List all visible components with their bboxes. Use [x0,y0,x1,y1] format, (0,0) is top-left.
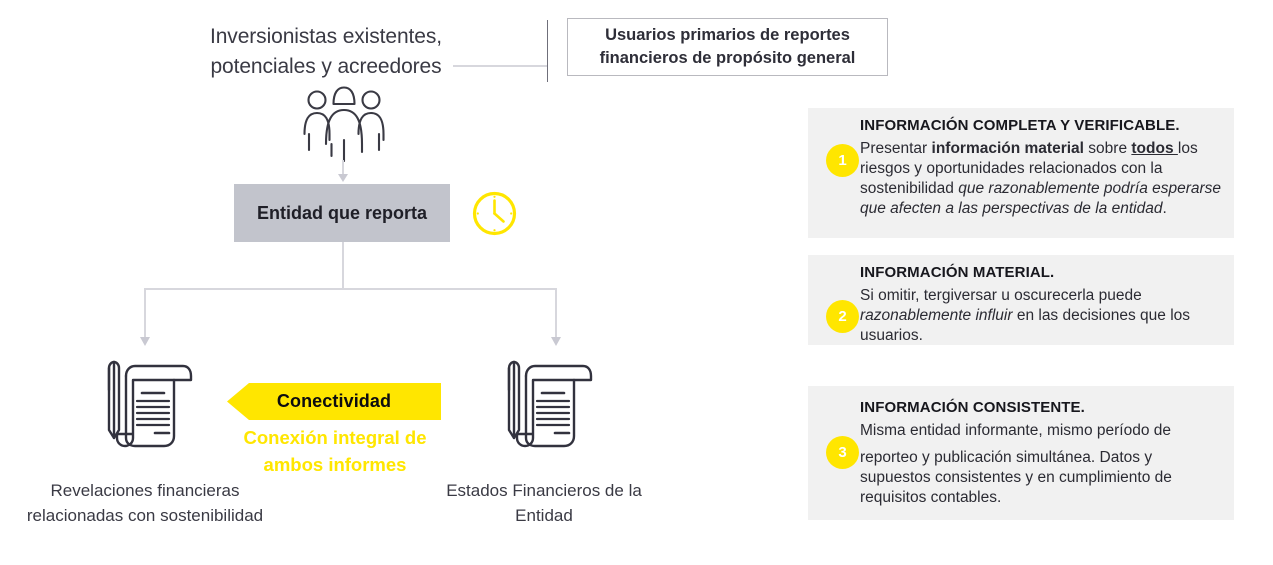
entity-box-label: Entidad que reporta [256,203,427,223]
card-1-title: INFORMACIÓN COMPLETA Y VERIFICABLE. [860,117,1180,134]
clock-icon [471,190,518,237]
caption-sustainability-disclosures: Revelaciones financieras relacionadas co… [26,481,264,525]
arrow-people-to-entity [335,160,351,184]
caption-financial-statements: Estados Financieros de la Entidad [446,481,642,525]
card-1-text: Presentar información material sobre tod… [860,140,1222,217]
scroll-document-pen-icon-left [92,356,196,454]
card-1-number-badge: 1 [826,144,859,177]
bracket-vertical-line [547,20,548,82]
connectivity-banner-shape [227,383,441,420]
info-card-1: 1 INFORMACIÓN COMPLETA Y VERIFICABLE. Pr… [808,108,1234,238]
primary-users-box-label: Usuarios primarios de reportes financier… [599,26,856,67]
card-3-text-line1: Misma entidad informante, mismo período … [860,422,1172,439]
card-3-number-badge: 3 [826,436,859,469]
connectivity-banner-label: Conectividad [276,391,392,411]
card-2-title: INFORMACIÓN MATERIAL. [860,264,1055,281]
card-3-text: Misma entidad informante, mismo período … [860,421,1226,508]
investors-label: Inversionistas existentes, potenciales y… [209,25,442,78]
card-2-text: Si omitir, tergiversar u oscurecerla pue… [860,287,1191,344]
card-3-title: INFORMACIÓN CONSISTENTE. [860,399,1085,416]
card-2-number-badge: 2 [826,300,859,333]
entity-box: Entidad que reporta [234,184,450,242]
primary-users-box: Usuarios primarios de reportes financier… [567,18,888,76]
scroll-document-pen-icon-right [492,356,596,454]
branch-connector [120,242,580,350]
connectivity-banner: Conectividad [227,383,441,420]
bracket-horizontal-line [453,65,547,67]
people-group-icon [296,82,392,163]
principles-panel: 1 INFORMACIÓN COMPLETA Y VERIFICABLE. Pr… [808,0,1234,565]
flow-diagram: Inversionistas existentes, potenciales y… [26,18,888,525]
info-card-2: 2 INFORMACIÓN MATERIAL. Si omitir, tergi… [808,255,1234,345]
connectivity-subtitle: Conexión integral de ambos informes [243,427,427,475]
card-3-text-line2: reporteo y publicación simultánea. Datos… [860,449,1172,506]
info-card-3: 3 INFORMACIÓN CONSISTENTE. Misma entidad… [808,386,1234,520]
